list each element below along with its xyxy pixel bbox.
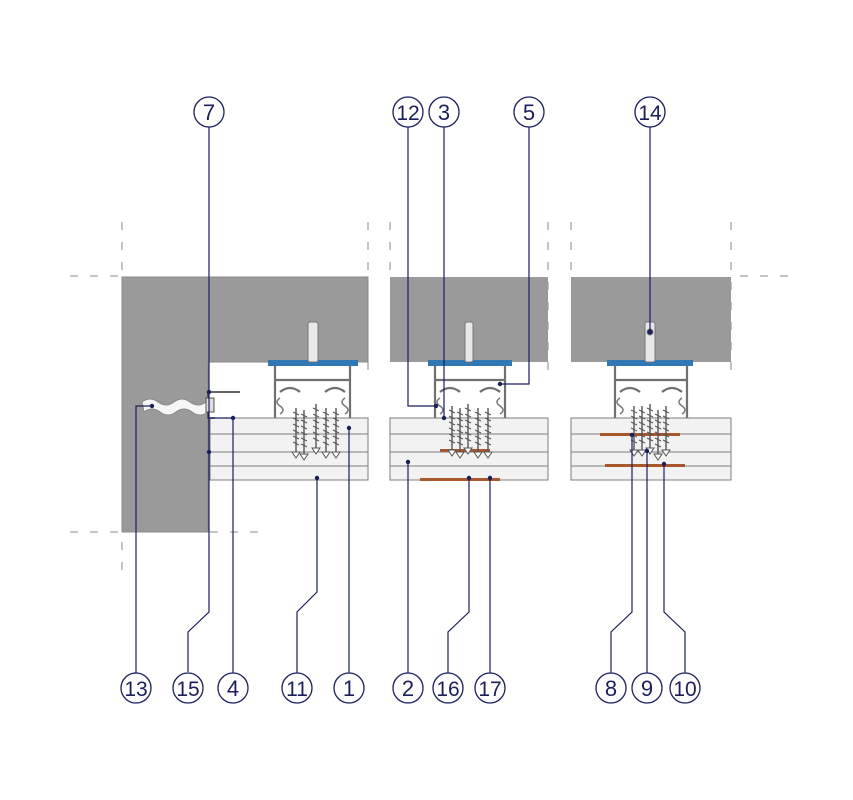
svg-text:2: 2 <box>402 676 414 701</box>
hanger-plates <box>268 360 693 366</box>
callout-5: 5 <box>513 96 545 128</box>
svg-text:5: 5 <box>523 100 535 125</box>
spring-clips <box>276 397 686 415</box>
svg-text:13: 13 <box>124 678 147 701</box>
callout-17: 17 <box>474 672 506 704</box>
svg-text:4: 4 <box>227 676 239 701</box>
callout-9: 9 <box>631 672 663 704</box>
svg-text:7: 7 <box>203 100 215 125</box>
hanger-profiles <box>273 366 689 418</box>
svg-text:8: 8 <box>605 676 617 701</box>
ceiling-anchors <box>307 321 656 363</box>
svg-text:16: 16 <box>436 678 459 701</box>
callout-13: 13 <box>120 672 152 704</box>
svg-text:15: 15 <box>176 678 199 701</box>
callout-4: 4 <box>217 672 249 704</box>
callout-12: 12 <box>392 96 424 128</box>
callout-7: 7 <box>193 96 225 128</box>
svg-text:10: 10 <box>673 678 696 701</box>
svg-text:3: 3 <box>438 100 450 125</box>
callout-14: 14 <box>634 96 666 128</box>
svg-text:17: 17 <box>478 678 501 701</box>
leader-lines <box>135 125 686 673</box>
svg-text:1: 1 <box>343 676 355 701</box>
callout-8: 8 <box>595 672 627 704</box>
callout-11: 11 <box>281 672 313 704</box>
leader-dots <box>149 381 667 481</box>
callout-2: 2 <box>392 672 424 704</box>
callout-10: 10 <box>669 672 701 704</box>
callout-15: 15 <box>172 672 204 704</box>
svg-text:11: 11 <box>286 678 308 701</box>
svg-text:9: 9 <box>641 676 653 701</box>
callout-1: 1 <box>333 672 365 704</box>
svg-text:12: 12 <box>396 102 419 125</box>
board-layers-left <box>209 417 369 481</box>
callout-16: 16 <box>432 672 464 704</box>
callout-3: 3 <box>428 96 460 128</box>
svg-text:14: 14 <box>638 102 662 125</box>
concrete-slab-left <box>121 276 369 533</box>
